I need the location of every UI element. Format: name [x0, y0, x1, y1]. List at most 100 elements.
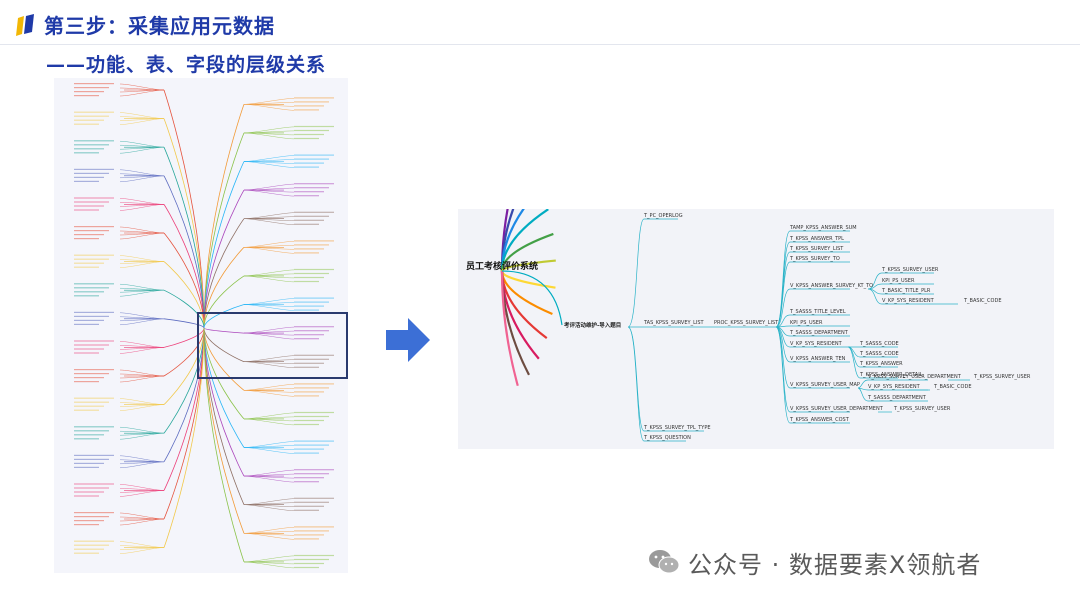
overview-leaf-text: [294, 301, 329, 303]
overview-leaf-text: [74, 262, 104, 264]
edge-l1-3: [627, 326, 686, 442]
overview-leaf: [119, 147, 165, 154]
highlight-box: [197, 312, 348, 379]
node-l3-3: T_KPSS_SURVEY_TO: [790, 256, 840, 262]
overview-leaf-text: [294, 280, 319, 283]
overview-leaf: [119, 89, 165, 97]
overview-leaf-text: [74, 516, 109, 518]
overview-branch: [163, 147, 205, 329]
overview-leaf-text: [74, 458, 109, 460]
overview-leaf-text: [74, 95, 99, 97]
overview-leaf-text: [294, 538, 319, 540]
edge-l1-2: [627, 326, 704, 432]
overview-leaf-text: [74, 552, 99, 554]
overview-leaf-text: [294, 387, 329, 389]
overview-branch: [163, 327, 205, 405]
overview-leaf: [243, 130, 295, 134]
overview-branch: [163, 204, 205, 329]
overview-leaf-text: [294, 554, 334, 557]
node-l3-8: V_KP_SYS_RESIDENT: [790, 341, 842, 347]
overview-leaf-text: [74, 548, 104, 550]
page-title: 第三步：采集应用元数据: [44, 14, 275, 38]
overview-leaf-text: [74, 466, 99, 468]
overview-leaf: [119, 347, 165, 354]
overview-leaf-text: [74, 311, 114, 313]
overview-leaf-text: [74, 348, 104, 350]
overview-leaf-text: [74, 91, 104, 93]
overview-leaf: [119, 261, 165, 268]
overview-leaf-text: [294, 101, 329, 103]
fan-branch: [500, 259, 556, 272]
overview-leaf: [243, 533, 295, 540]
overview-branch: [163, 327, 205, 463]
overview-leaf-text: [74, 234, 104, 236]
overview-leaf-text: [294, 423, 319, 426]
overview-branch: [203, 327, 245, 534]
overview-leaf: [243, 161, 295, 168]
overview-leaf-text: [74, 238, 99, 240]
overview-leaf: [243, 104, 295, 111]
overview-leaf-text: [294, 195, 319, 197]
overview-leaf-text: [294, 162, 324, 164]
overview-leaf-text: [74, 283, 114, 285]
overview-leaf: [243, 247, 295, 254]
edge-l3-4: [775, 288, 850, 328]
overview-leaf-text: [294, 240, 334, 242]
overview-leaf-text: [74, 323, 99, 325]
overview-leaf: [243, 475, 295, 483]
overview-leaf-text: [294, 105, 324, 107]
overview-leaf-text: [294, 562, 324, 565]
overview-leaf: [119, 318, 165, 325]
overview-leaf-text: [294, 358, 329, 360]
overview-leaf-text: [74, 544, 109, 546]
overview-leaf-text: [294, 276, 324, 279]
watermark-text: 公众号 · 数据要素X领航者: [688, 550, 982, 579]
overview-leaf-text: [294, 268, 334, 271]
node-l3-5: T_SASSS_TITLE_LEVEL: [790, 309, 846, 315]
edge-l4-c0: [857, 379, 928, 389]
overview-leaf-text: [74, 119, 104, 121]
overview-leaf: [243, 218, 295, 225]
edge-l4-a3: [867, 288, 934, 305]
overview-leaf: [119, 490, 165, 497]
overview-leaf-text: [294, 473, 329, 475]
overview-leaf-text: [74, 152, 99, 154]
overview-branch: [163, 89, 205, 329]
overview-leaf: [243, 361, 295, 368]
overview-leaf-text: [74, 111, 114, 113]
overview-leaf-text: [74, 397, 114, 399]
node-l3-6: KPI_PS_USER: [790, 320, 823, 326]
overview-leaf-text: [74, 524, 99, 526]
overview-leaf: [119, 232, 165, 240]
overview-leaf: [119, 118, 165, 125]
overview-leaf-text: [74, 295, 99, 297]
node-l3-0: TAMP_KPSS_ANSWER_SUM: [790, 225, 857, 231]
overview-leaf-text: [74, 230, 109, 232]
overview-leaf-text: [74, 176, 104, 178]
overview-branch: [203, 132, 245, 329]
overview-leaf: [119, 175, 165, 178]
overview-leaf: [243, 304, 295, 311]
overview-leaf-text: [74, 401, 109, 403]
node-l3-4: V_KPSS_ANSWER_SURVEY_KT_TO: [790, 283, 874, 289]
mindmap-root: 员工考核评价系统: [466, 262, 539, 272]
overview-leaf-text: [74, 180, 99, 182]
overview-leaf-text: [294, 505, 324, 507]
overview-leaf-text: [294, 137, 319, 140]
node-l2: PROC_KPSS_SURVEY_LIST: [714, 320, 779, 326]
branch-link: [501, 270, 563, 326]
mindmap-detail-graphic: [500, 209, 970, 442]
fan-branch: [500, 270, 519, 387]
overview-leaf-text: [74, 168, 114, 170]
overview-branch: [203, 327, 245, 391]
overview-leaf-text: [294, 326, 334, 328]
edge-l4-c2: [857, 387, 928, 402]
edge-l4-b3: [847, 346, 898, 379]
overview-leaf: [119, 433, 165, 440]
edge-l3-3: [775, 261, 850, 328]
overview-leaf: [119, 118, 165, 121]
overview-branch: [163, 175, 205, 329]
overview-leaf-text: [74, 226, 114, 228]
overview-leaf-text: [294, 452, 319, 454]
overview-leaf: [119, 147, 165, 150]
